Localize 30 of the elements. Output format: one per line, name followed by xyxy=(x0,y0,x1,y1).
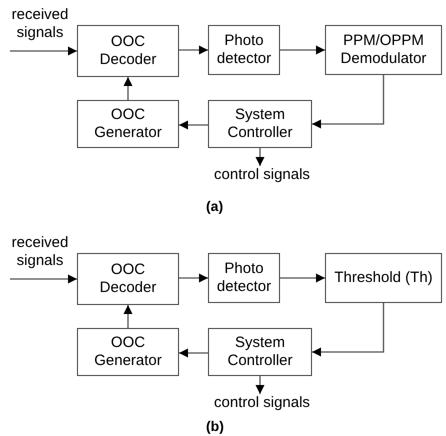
arrow xyxy=(312,75,384,128)
panel-label: (b) xyxy=(206,417,224,436)
process-box: PPM/OPPM Demodulator xyxy=(325,25,442,75)
arrow xyxy=(280,274,325,282)
arrow xyxy=(280,46,325,54)
arrow xyxy=(179,348,208,358)
arrow xyxy=(124,77,132,100)
arrow xyxy=(124,305,132,328)
process-box: OOC Generator xyxy=(77,328,179,376)
signal-label: control signals xyxy=(200,394,324,412)
signal-label: received signals xyxy=(4,231,76,273)
arrow xyxy=(179,46,208,54)
arrow xyxy=(10,46,77,56)
process-box: OOC Decoder xyxy=(77,253,179,305)
arrow xyxy=(312,303,384,356)
process-box: OOC Decoder xyxy=(77,25,179,77)
arrow xyxy=(10,274,77,284)
process-box: OOC Generator xyxy=(77,100,179,148)
arrow xyxy=(179,120,208,130)
process-box: System Controller xyxy=(208,100,312,148)
panel-label: (a) xyxy=(206,197,224,216)
process-box: System Controller xyxy=(208,328,312,376)
signal-label: control signals xyxy=(200,166,324,184)
arrow xyxy=(256,376,264,394)
arrow xyxy=(179,274,208,282)
arrow xyxy=(256,148,264,166)
process-box: Photo detector xyxy=(208,25,280,75)
signal-label: received signals xyxy=(4,3,76,45)
process-box: Photo detector xyxy=(208,253,280,303)
process-box: Threshold (Th) xyxy=(325,253,442,303)
